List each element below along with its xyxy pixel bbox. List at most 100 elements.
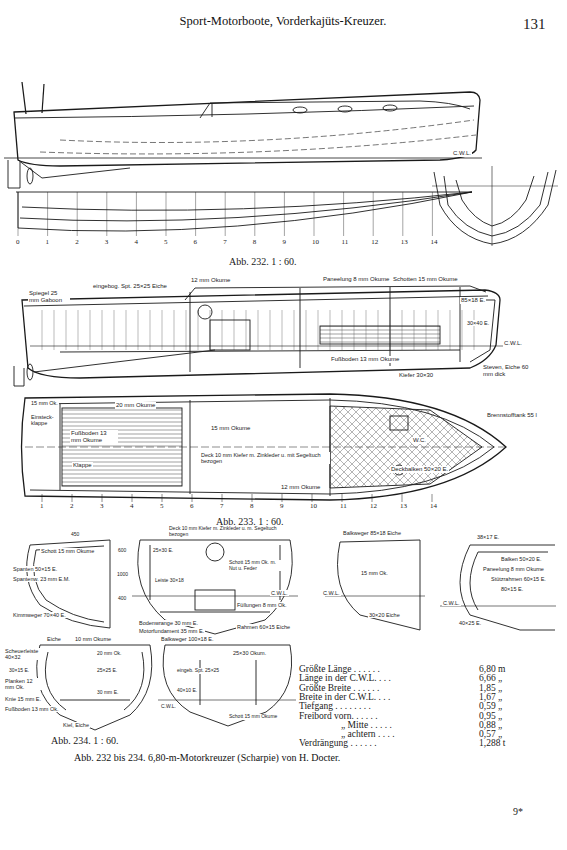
annotation-label: Eiche	[46, 636, 62, 642]
annotation-label: eingeb. Spt. 25×25	[176, 668, 222, 674]
figure-text: 1	[39, 503, 45, 511]
figure-text: 6	[189, 503, 195, 511]
annotation-label: 400	[117, 596, 127, 602]
annotation-label: 600	[117, 548, 127, 554]
annotation-label: Rahmen 60×15 Eiche	[236, 624, 291, 630]
annotation-label: Schott 15 mm Ok. m. Nut u. Feder	[228, 560, 285, 571]
figure-text: 1,67 „	[478, 692, 503, 702]
figure-text: Abb. 232. 1 : 60.	[228, 256, 298, 267]
annotation-label: C.W.L.	[270, 590, 289, 596]
annotation-label: C.W.L.	[452, 150, 472, 157]
figure-text: Größte Breite . . . . . .	[298, 683, 380, 693]
annotation-label: Schott 15 mm Okume	[228, 714, 278, 720]
figure-text: Tiefgang . . . . . . . .	[298, 701, 372, 711]
annotation-label: Knie 15 mm E.	[4, 696, 42, 702]
annotation-label: 1000	[116, 572, 129, 578]
annotation-label: 80×15 E.	[500, 586, 524, 592]
figure-text: 10	[311, 239, 320, 247]
annotation-label: Einsteck-klappe	[30, 414, 58, 426]
figure-text: 1	[45, 239, 51, 247]
annotation-label: 20 mm Okume	[115, 402, 156, 409]
annotation-label: 12 mm Okume	[190, 277, 231, 284]
annotation-label: 38×17 E.	[476, 534, 500, 540]
figure-text: 4	[129, 503, 135, 511]
annotation-label: Balkweger 100×18 E.	[160, 636, 214, 642]
annotation-label: eingebog. Spt. 25×25 Eiche	[92, 283, 168, 290]
figure-text: „ achtern . . . .	[340, 729, 396, 739]
figure-text: 1,85 „	[478, 683, 503, 693]
figure-text: 0,57 „	[478, 729, 503, 739]
figure-text: 9	[281, 239, 287, 247]
figure-text: 4	[133, 239, 139, 247]
annotation-label: 40×25 E.	[458, 620, 482, 626]
annotation-label: 15 mm Ok.	[360, 570, 389, 576]
annotation-label: 30 mm E.	[96, 690, 119, 696]
annotation-label: 85×18 E.	[460, 297, 486, 304]
annotation-label: Kiefer 30×30	[398, 372, 434, 379]
figure-text: 7	[222, 239, 228, 247]
annotation-label: 10 mm Okume	[74, 636, 112, 642]
figure-text: 10	[309, 503, 318, 511]
figure-text: 1,288 t	[478, 738, 506, 748]
annotation-label: Kimmweger 70×40 E.	[12, 612, 67, 618]
figure-text: 6,66 „	[478, 673, 503, 683]
figure-232	[4, 82, 558, 246]
figure-text: 12	[369, 503, 378, 511]
annotation-label: Schotten 15 mm Okume	[392, 276, 459, 283]
figure-text: 0	[15, 239, 21, 247]
figure-caption: Abb. 232 bis 234. 6,80-m-Motorkreuzer (S…	[74, 752, 340, 763]
annotation-label: Fußboden 13 mm Ok.	[4, 706, 60, 712]
annotation-label: Deck 10 mm Kiefer m. Zinkleder u. m. Seg…	[168, 526, 290, 537]
annotation-label: Paneelung 8 mm Okume	[482, 566, 545, 572]
figure-text: 11	[339, 503, 348, 511]
figure-text: 0,95 „	[478, 711, 503, 721]
annotation-label: 15 mm Ok.	[30, 400, 59, 406]
annotation-label: Fußboden 13 mm Okume	[330, 356, 400, 363]
figure-text: Größte Länge . . . . . .	[298, 664, 381, 674]
annotation-label: Spiegel 25 mm Gaboon	[28, 290, 70, 303]
annotation-label: Balkweger 85×18 Eiche	[342, 530, 404, 536]
annotation-label: Scheuerleiste 40×32	[4, 648, 42, 660]
figure-text: 3	[99, 503, 105, 511]
annotation-label: Spantenw. 23 mm E.M.	[12, 576, 71, 582]
annotation-label: Paneelung 8 mm Okume	[322, 276, 390, 283]
annotation-label: 25×30 Okum.	[232, 650, 267, 656]
annotation-label: 12 mm Okume	[280, 484, 321, 491]
figure-234	[27, 540, 556, 730]
figure-text: „ Mitte . . . . .	[340, 720, 393, 730]
figure-text: 2	[69, 503, 75, 511]
figure-text: 11	[341, 239, 350, 247]
annotation-label: Füllungen 8 mm Ok.	[236, 602, 288, 608]
annotation-label: Stützrahmen 60×15 E.	[490, 576, 547, 582]
annotation-label: 30×15 E.	[8, 668, 30, 674]
figure-text: 8	[249, 503, 255, 511]
figure-text: 7	[219, 503, 225, 511]
figure-text: Freibord vorn. . . . . .	[298, 711, 379, 721]
figure-text: Länge in der C.W.L. . . .	[298, 673, 392, 683]
annotation-label: Brennstofftank 55 l	[486, 412, 538, 419]
figure-text: Breite in der C.W.L. . . .	[298, 692, 391, 702]
figure-text: 8	[252, 239, 258, 247]
annotation-label: Motorfundament 35 mm E.	[138, 628, 205, 634]
annotation-label: Kiel, Eiche	[62, 722, 90, 728]
annotation-label: Schott 15 mm Okume	[40, 548, 95, 554]
annotation-label: W.C.	[412, 437, 427, 444]
figure-text: 14	[429, 239, 438, 247]
annotation-label: 20 mm Ok.	[96, 651, 122, 657]
annotation-label: Bodenwrange 30 mm E.	[138, 620, 199, 626]
annotation-label: 25×30 E.	[152, 548, 174, 554]
annotation-label: Planken 12 mm Ok.	[4, 678, 42, 690]
figure-text: 0,88 „	[478, 720, 503, 730]
figure-text: 9*	[512, 806, 524, 817]
annotation-label: C.W.L.	[160, 704, 177, 710]
annotation-label: Deckbalken 50×20 E.	[390, 466, 449, 473]
annotation-label: Leiste 30×18	[154, 578, 185, 584]
figure-text: 6	[193, 239, 199, 247]
figure-text: 14	[429, 503, 438, 511]
annotation-label: Fußboden 13 mm Okume	[70, 430, 118, 443]
figure-text: 5	[159, 503, 165, 511]
figure-text: 2	[74, 239, 80, 247]
annotation-label: 25×25 E.	[96, 668, 118, 674]
annotation-label: 450	[70, 532, 80, 538]
